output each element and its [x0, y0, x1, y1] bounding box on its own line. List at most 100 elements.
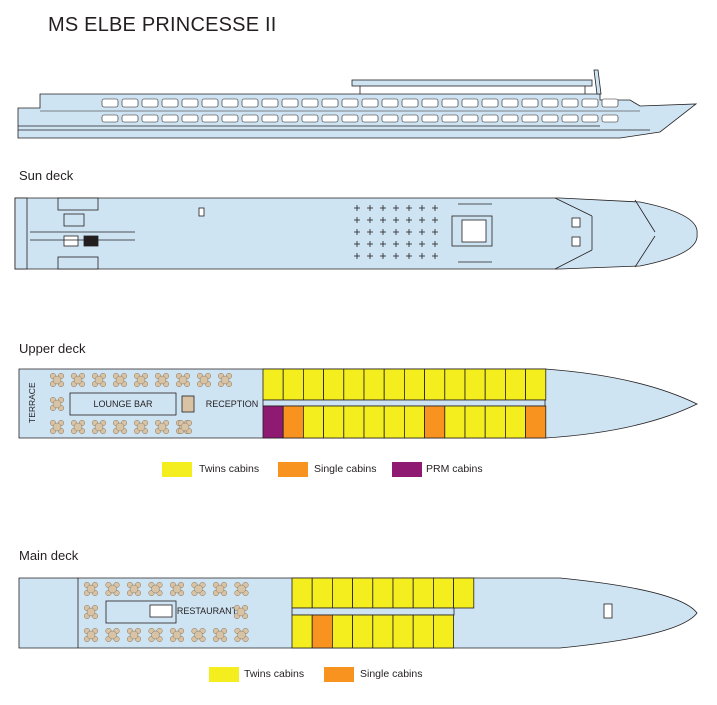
table-top — [86, 630, 96, 640]
cabin-twin — [412, 577, 434, 609]
table-top — [129, 630, 139, 640]
table-top — [194, 584, 203, 594]
table — [83, 581, 99, 597]
cabin-twin — [372, 577, 394, 609]
cabin-twin — [291, 577, 313, 609]
table — [70, 419, 86, 435]
table — [212, 581, 228, 597]
table-top — [157, 422, 167, 432]
window — [401, 114, 419, 123]
cabin-twin — [392, 577, 414, 609]
table-top — [215, 584, 225, 594]
table-top — [151, 584, 160, 594]
cabin-twin — [302, 405, 324, 439]
table-top — [52, 375, 62, 385]
table — [83, 627, 99, 643]
cabin-twin — [323, 368, 345, 401]
window — [281, 98, 299, 108]
window — [321, 98, 339, 108]
window — [241, 114, 259, 123]
table — [234, 581, 249, 597]
cabin-twin — [331, 614, 353, 649]
window — [601, 98, 619, 108]
window — [141, 98, 159, 108]
window — [421, 98, 439, 108]
reception-label: RECEPTION — [206, 399, 259, 409]
table — [154, 372, 170, 388]
cabin-twin — [343, 368, 365, 401]
cabin-single — [282, 405, 304, 439]
table — [148, 581, 163, 597]
table — [154, 419, 170, 435]
cabin-twin — [392, 614, 414, 649]
cabin-twin — [432, 614, 454, 649]
table-top — [136, 422, 146, 432]
table-top — [115, 375, 125, 385]
window — [161, 114, 179, 123]
window — [261, 98, 279, 108]
table-top — [180, 422, 190, 432]
cabin-twin — [352, 614, 374, 649]
window — [301, 98, 319, 108]
table — [49, 396, 65, 412]
table — [91, 372, 107, 388]
window — [161, 98, 179, 108]
upper-deck-label: Upper deck — [19, 341, 86, 356]
cabin-twin — [525, 368, 547, 401]
cabin-single — [525, 405, 547, 439]
cabin-single — [311, 614, 333, 649]
table-top — [73, 375, 83, 385]
table-top — [215, 630, 225, 640]
table — [105, 581, 120, 597]
cabin-twin — [484, 405, 506, 439]
restaurant-label: RESTAURANT — [177, 606, 238, 616]
window — [101, 98, 119, 108]
cabin-twin — [504, 368, 526, 401]
window — [241, 98, 259, 108]
window — [561, 98, 579, 108]
table — [112, 419, 128, 435]
window — [541, 114, 559, 123]
corridor — [262, 399, 546, 407]
lounge-tables — [49, 372, 233, 435]
cabin-twin — [282, 368, 304, 401]
window — [501, 114, 519, 123]
window — [361, 98, 379, 108]
cabin-twin — [403, 368, 425, 401]
table — [148, 627, 163, 643]
window — [581, 98, 599, 108]
table — [177, 419, 193, 435]
window — [201, 114, 219, 123]
cabin-twin — [331, 577, 353, 609]
cabin-twin — [444, 405, 466, 439]
table-top — [194, 630, 203, 640]
window — [261, 114, 279, 123]
cabin-twin — [352, 577, 374, 609]
table — [112, 372, 128, 388]
window — [221, 114, 239, 123]
table — [70, 372, 86, 388]
sun-deck-plan — [14, 197, 698, 270]
upper-deck-cabins — [262, 368, 547, 439]
table — [169, 581, 185, 597]
window — [401, 98, 419, 108]
window — [481, 98, 499, 108]
table-top — [237, 630, 246, 640]
window — [341, 98, 359, 108]
table — [105, 627, 120, 643]
table — [175, 372, 191, 388]
table — [234, 627, 249, 643]
table — [91, 419, 107, 435]
window — [381, 98, 399, 108]
table-top — [73, 422, 83, 432]
window — [541, 98, 559, 108]
table-top — [94, 375, 104, 385]
window — [561, 114, 579, 123]
table-top — [86, 607, 96, 617]
main-deck-cabins — [291, 577, 475, 649]
window — [581, 114, 599, 123]
sun-deck-label: Sun deck — [19, 168, 74, 183]
cabin-prm — [262, 405, 284, 439]
table-top — [94, 422, 104, 432]
